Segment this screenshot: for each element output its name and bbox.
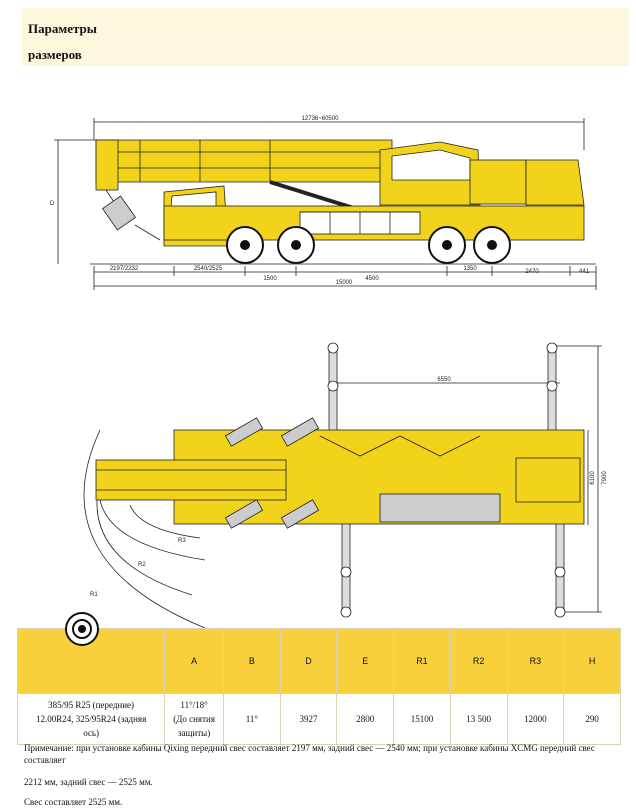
turntable bbox=[469, 159, 527, 205]
page-title: Параметры размеров bbox=[28, 16, 97, 68]
col-header-r3: R3 bbox=[506, 628, 565, 694]
tire-header-cell bbox=[16, 612, 166, 694]
tire-line-1: 385/95 R25 (передние) bbox=[48, 700, 135, 710]
hook-block bbox=[101, 195, 137, 231]
dim-b-label: 1500 bbox=[263, 276, 277, 282]
note-line-3: Свес составляет 2525 мм. bbox=[24, 797, 123, 807]
note-line-2: 2212 мм, задний свес — 2525 мм. bbox=[24, 777, 153, 787]
table-header-row: A B D E R1 R2 R3 H bbox=[16, 612, 621, 694]
title-line-1: Параметры bbox=[28, 21, 97, 36]
col-header-r2: R2 bbox=[449, 628, 508, 694]
header-band: Параметры размеров bbox=[22, 8, 629, 66]
radius-arc-r2 bbox=[99, 499, 206, 561]
value-a-cell: 11°/18° (До снятия защиты) bbox=[164, 693, 224, 745]
width-2-label: 6100 bbox=[590, 471, 596, 485]
tire-line-2: 12.00R24, 325/95R24 (задняя bbox=[35, 714, 147, 724]
outrigger-span-label: 6550 bbox=[437, 377, 451, 383]
value-e: 2800 bbox=[336, 693, 395, 745]
counterweight bbox=[525, 159, 585, 206]
radius-2-label: R2 bbox=[138, 562, 146, 568]
col-header-r1: R1 bbox=[393, 628, 451, 694]
note: Примечание: при установке кабины Qixing … bbox=[24, 742, 632, 812]
top-view bbox=[83, 345, 602, 628]
a-line-3: защиты) bbox=[177, 728, 211, 738]
value-r3: 12000 bbox=[506, 693, 565, 745]
top-carrier bbox=[95, 417, 585, 529]
top-boom bbox=[95, 459, 287, 501]
radius-1-label: R1 bbox=[90, 592, 98, 598]
dim-c-label: 4500 bbox=[365, 276, 379, 282]
side-view bbox=[54, 118, 597, 290]
front-overhang-label: 2197/2232 bbox=[110, 266, 139, 272]
tire-line-3: ось) bbox=[83, 728, 100, 738]
width-1-label: 7900 bbox=[602, 471, 608, 485]
note-line-1: Примечание: при установке кабины Qixing … bbox=[24, 743, 595, 765]
spec-table: A B D E R1 R2 R3 H 385/95 R25 (передние)… bbox=[16, 612, 621, 745]
dim-f-label: 441 bbox=[579, 269, 590, 275]
radius-3-label: R3 bbox=[178, 538, 186, 544]
boom-length-label: 12736~60500 bbox=[302, 116, 340, 122]
tire-spec-cell: 385/95 R25 (передние) 12.00R24, 325/95R2… bbox=[16, 693, 166, 745]
tire-icon bbox=[65, 612, 99, 646]
height-label: D bbox=[50, 201, 55, 207]
boom-head bbox=[95, 139, 119, 191]
col-header-e: E bbox=[336, 628, 395, 694]
a-line-1: 11°/18° bbox=[180, 700, 208, 710]
dim-d-label: 1350 bbox=[463, 266, 477, 272]
col-header-h: H bbox=[563, 628, 621, 694]
radius-arc-r1 bbox=[83, 429, 206, 628]
total-length-label: 15000 bbox=[336, 280, 353, 286]
radius-arc-r3 bbox=[129, 504, 201, 539]
value-b: 11° bbox=[223, 693, 281, 745]
value-r2: 13 500 bbox=[449, 693, 508, 745]
a-line-2: (До снятия bbox=[173, 714, 215, 724]
dim-a-label: 2540/2525 bbox=[194, 266, 223, 272]
title-line-2: размеров bbox=[28, 47, 82, 62]
col-header-d: D bbox=[279, 628, 338, 694]
col-header-a: A bbox=[164, 628, 224, 694]
crane-dimension-drawing: 12736~60500 D 2197/2232 2540/2525 1500 4… bbox=[50, 116, 608, 628]
value-h: 290 bbox=[563, 693, 621, 745]
value-d: 3927 bbox=[279, 693, 338, 745]
table-row: 385/95 R25 (передние) 12.00R24, 325/95R2… bbox=[16, 693, 621, 745]
col-header-b: B bbox=[223, 628, 281, 694]
dim-e-label: 2470 bbox=[525, 269, 539, 275]
value-r1: 15100 bbox=[393, 693, 451, 745]
